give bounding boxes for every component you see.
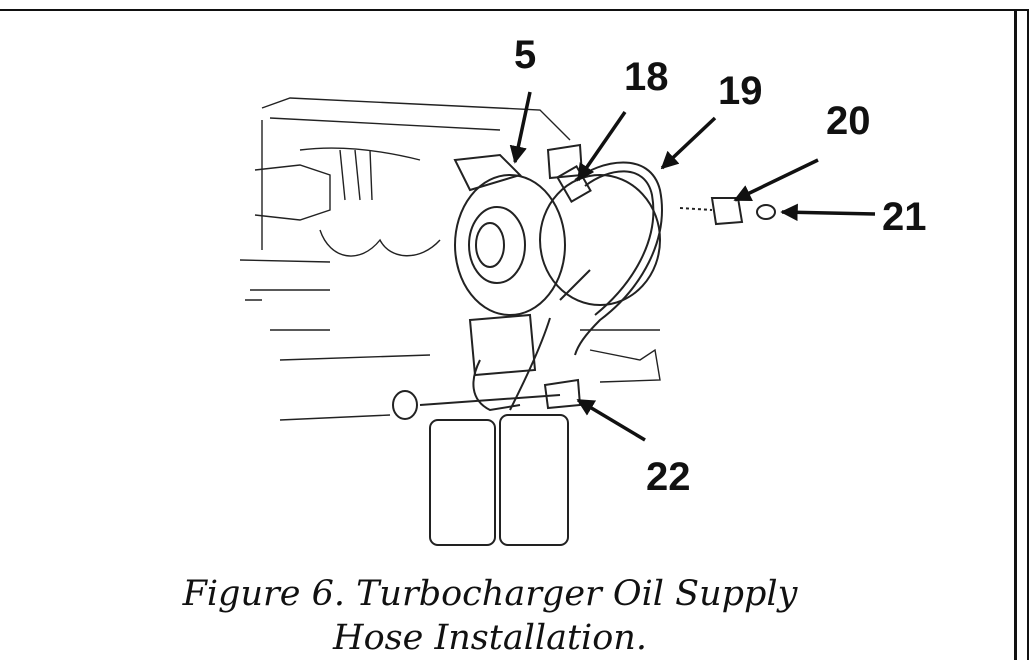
callout-21: 21: [882, 195, 927, 239]
callout-18: 18: [624, 55, 669, 99]
callout-19: 19: [718, 69, 763, 113]
fitting-parts-drawing: [679, 197, 776, 226]
figure-caption-line2: Hose Installation.: [333, 618, 647, 658]
callout-leaders: [509, 91, 876, 442]
oil-supply-hose-drawing: [556, 161, 663, 356]
oil-filter-drawing: [392, 313, 582, 546]
right-rule: [1014, 9, 1017, 660]
callout-22: 22: [646, 455, 691, 499]
engine-block-drawing: [239, 97, 661, 421]
callout-20: 20: [826, 99, 871, 143]
callout-5: 5: [514, 33, 536, 77]
top-rule: [0, 9, 1029, 11]
figure-caption-line1: Figure 6. Turbocharger Oil Supply: [182, 574, 798, 614]
right-edge-rule: [1027, 9, 1029, 660]
turbocharger-drawing: [453, 143, 661, 316]
